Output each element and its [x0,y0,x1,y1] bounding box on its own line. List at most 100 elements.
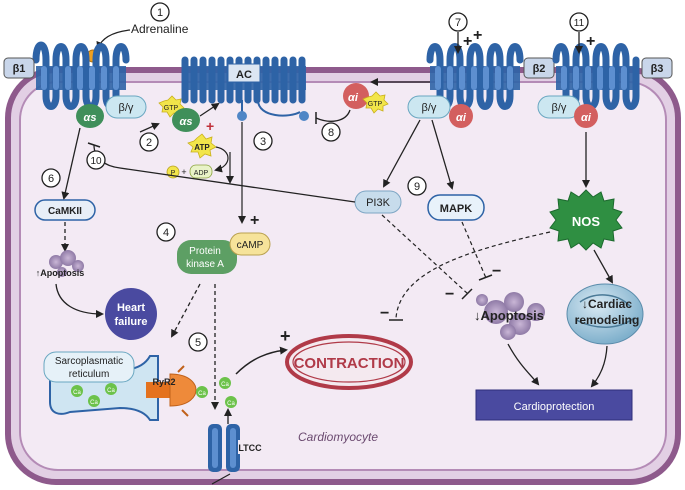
svg-text:Ca: Ca [73,390,81,396]
svg-text:10: 10 [90,156,102,167]
beta3-label-box [641,57,673,79]
svg-text:Ca: Ca [90,400,98,406]
apoptosis-down-label: ↓Apoptosis [474,308,544,323]
ac-label: AC [236,69,252,81]
arrow-as-to-camkii [61,127,81,200]
contraction-label: CONTRACTION [294,355,405,372]
mapk-label: MAPK [440,203,472,215]
svg-text:GTP: GTP [368,101,383,108]
svg-text:4: 4 [163,227,169,239]
contraction-node [285,334,413,390]
mapk-box [427,194,485,221]
svg-text:αs: αs [180,116,193,128]
minus-apoptosis-b: − [492,263,501,280]
ca-sr-1: Ca [71,385,83,397]
cardioprotection-box [475,389,633,421]
step-5-marker: 5 [188,332,208,352]
alpha-i-subunit-b2 [449,104,473,128]
step-9-marker: 9 [407,176,427,196]
beta2-label: β2 [533,63,546,75]
ca-sr-2: Ca [105,383,117,395]
arrow-ltcc-ca-in [211,473,231,485]
svg-text:ATP: ATP [194,143,210,152]
ltcc-channel [208,424,240,472]
arrow-as-to-ac [199,102,220,117]
svg-text:Ca: Ca [107,388,115,394]
camkii-box [34,199,96,221]
svg-text:αi: αi [348,92,359,104]
inhibit-ai-ac [315,109,351,122]
svg-text:6: 6 [48,173,54,185]
ca-sr-3: Ca [88,395,100,407]
svg-text:αi: αi [581,112,592,124]
pka-box [177,240,237,274]
apoptosis-blob-right [476,292,545,340]
beta1-label: β1 [13,63,26,75]
svg-text:β/γ: β/γ [119,102,134,114]
step-2-marker: 2 [139,132,159,152]
arrow-nos-remodeling [593,249,613,284]
svg-text:11: 11 [574,18,585,29]
step-10-marker: 10 [86,150,106,170]
svg-text:kinase A: kinase A [186,259,224,270]
ac-label-box [227,63,261,83]
minus-apoptosis-a: − [445,286,454,303]
ca-cyto-2: Ca [219,377,231,389]
inhibit-nos-contraction [395,231,551,319]
alpha-i-subunit-b3 [574,104,598,128]
adp [189,164,213,179]
camkii-label: CaMKII [48,206,82,217]
alpha-s-active [172,108,200,132]
arrow-apoptosis-heartfailure [55,283,104,318]
arrow-bg-to-mapk [431,119,455,190]
plus-camp: + [250,212,259,229]
inhibit-mapk-apoptosis [461,221,487,279]
svg-text:2: 2 [146,137,152,149]
svg-text:αi: αi [456,112,467,124]
remodeling-label-1: ↓Cardiac [582,297,632,311]
inhibit-bar-as [87,142,101,148]
ltcc-label: LTCC [238,443,262,453]
cell-label: Cardiomyocyte [298,430,378,444]
remodeling-label-2: remodeling [575,313,640,327]
ltcc-label-box [238,440,262,454]
atp-curve [214,146,229,173]
beta-gamma-subunit-b2 [407,95,451,119]
apoptosis-up-label: ↑Apoptosis [36,268,85,278]
step-3-marker: 3 [253,131,273,151]
step-4-marker: 4 [156,222,176,242]
camp-label: cAMP [237,240,264,251]
arrow-pka-to-ryr2 [171,283,201,338]
svg-text:Sarcoplasmatic: Sarcoplasmatic [55,356,123,367]
step-6-marker: 6 [41,168,61,188]
cell-cytoplasm [19,81,667,471]
gtp-star-ai [362,91,389,114]
apoptosis-blob-left [49,250,84,277]
svg-text:ADP: ADP [194,170,209,177]
ca-cyto-3: Ca [225,396,237,408]
beta1-label-box [3,57,35,79]
pi3k-label: PI3K [366,197,391,209]
adrenaline-label: Adrenaline [131,22,189,36]
svg-text:GTP: GTP [164,105,179,112]
step-11-marker: 11 [569,12,589,32]
svg-text:Heart: Heart [117,302,145,314]
beta3-label: β3 [651,63,664,75]
nos-node [549,189,623,251]
arrow-bg-to-pi3k [383,119,421,188]
svg-text:Ca: Ca [227,401,235,407]
svg-text:P: P [171,170,176,177]
ryr2-channel [146,365,197,417]
heart-failure-node [105,288,157,340]
svg-text:9: 9 [414,181,420,193]
arrow-apoptosis-cardioprotection [507,343,540,386]
nos-label: NOS [572,214,601,229]
svg-text:failure: failure [114,316,147,328]
inhibit-pi3k-apoptosis [381,214,469,295]
svg-text:3: 3 [260,136,266,148]
svg-text:Ca: Ca [198,391,206,397]
minus-contraction: − [380,305,389,322]
svg-text:5: 5 [195,337,201,349]
sr-label-box [43,351,135,383]
